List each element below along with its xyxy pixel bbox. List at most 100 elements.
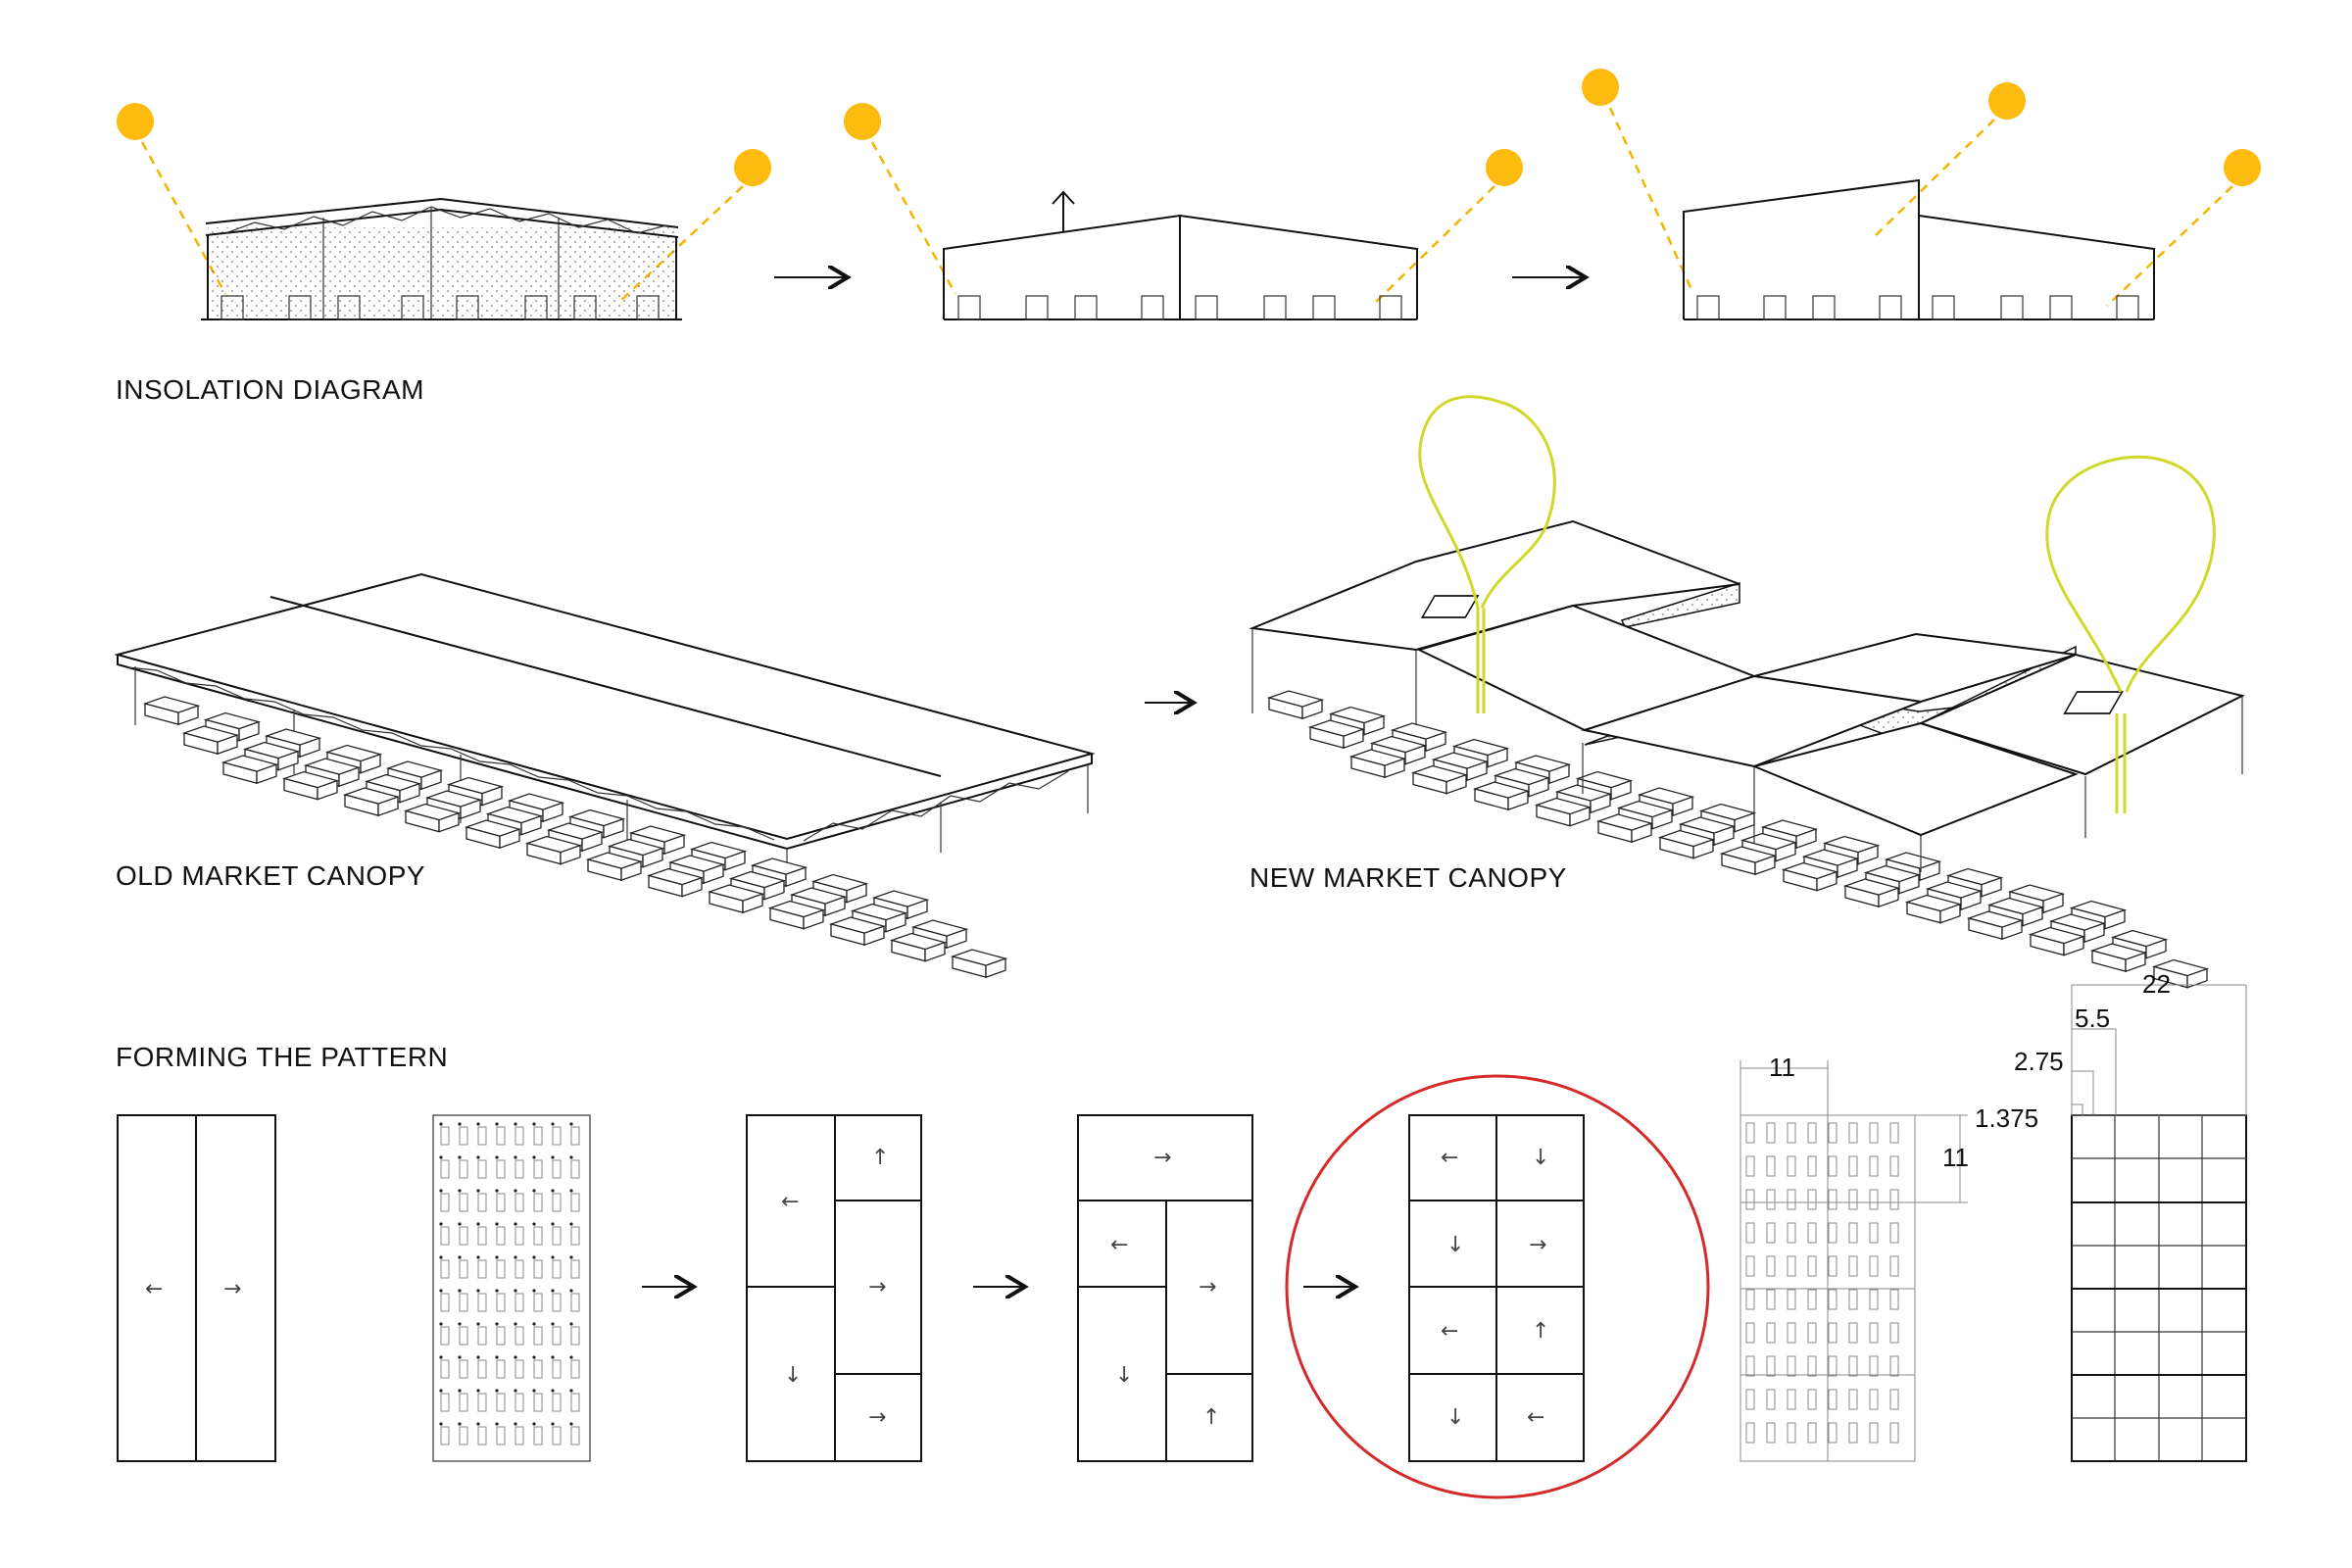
stall-cell <box>1869 1222 1879 1244</box>
column-dot <box>514 1289 517 1293</box>
stall-box <box>1348 749 1407 779</box>
column-dot <box>476 1355 480 1359</box>
arrow-up-icon: ↑ <box>1532 1319 1549 1344</box>
column-dot <box>532 1289 536 1293</box>
stall-cell <box>477 1393 487 1412</box>
column-dot <box>532 1255 536 1259</box>
stall-cell <box>459 1426 468 1446</box>
dimension-label: 5.5 <box>2075 1004 2110 1033</box>
stall-cell <box>570 1359 580 1379</box>
column-dot <box>495 1255 499 1259</box>
stall-cell <box>459 1159 468 1179</box>
stall-cell <box>1889 1189 1899 1210</box>
shaded-interior <box>208 227 676 319</box>
column-dot <box>551 1422 555 1426</box>
column-dot <box>532 1189 536 1193</box>
stall-cell <box>533 1359 543 1379</box>
stall-cell <box>570 1426 580 1446</box>
column-dot <box>551 1322 555 1326</box>
arrow-right-icon: → <box>223 1277 241 1301</box>
pattern-step-final: ← ↓ ↓ → ← ↑ ↓ ← <box>1285 1074 1710 1499</box>
column-dot <box>514 1122 517 1126</box>
stall-cell <box>514 1293 524 1312</box>
stall-cell <box>1828 1222 1838 1244</box>
stall-cell <box>1807 1255 1817 1277</box>
arrow-left-icon: ← <box>145 1277 163 1301</box>
column-dot <box>514 1222 517 1226</box>
stall-cell <box>496 1193 506 1212</box>
stall-cell <box>533 1293 543 1312</box>
column-dot <box>569 1289 573 1293</box>
sun-icon <box>2224 149 2261 186</box>
column-dot <box>532 1389 536 1393</box>
column-dot <box>514 1422 517 1426</box>
sun-ray <box>2106 185 2233 307</box>
arrow-left-icon: ← <box>1527 1405 1544 1430</box>
stall-cell <box>1869 1322 1879 1344</box>
stall-cell <box>1807 1155 1817 1177</box>
stall-cell <box>477 1193 487 1212</box>
stall-cell <box>552 1359 562 1379</box>
stall-cell <box>1889 1255 1899 1277</box>
stall-cell <box>533 1159 543 1179</box>
stall-box <box>767 900 826 930</box>
stall-box <box>403 803 462 833</box>
dimension-label: 2.75 <box>2014 1047 2064 1076</box>
stall-box <box>1657 829 1716 859</box>
stall-cell <box>533 1326 543 1346</box>
stall-cell <box>1766 1255 1776 1277</box>
stall-cell <box>514 1193 524 1212</box>
column-dot <box>439 1355 443 1359</box>
column-dot <box>495 1422 499 1426</box>
stall-cell <box>552 1293 562 1312</box>
stall-cell <box>1766 1122 1776 1144</box>
section-raised-roof <box>844 103 1523 320</box>
stall-cell <box>570 1226 580 1246</box>
stall-cell <box>1766 1322 1776 1344</box>
column-dot <box>458 1222 462 1226</box>
column-dot <box>495 1122 499 1126</box>
stall-cell <box>477 1126 487 1146</box>
stall-cell <box>1889 1222 1899 1244</box>
stall-cell <box>1828 1422 1838 1444</box>
dimension-label: 22 <box>2142 969 2171 999</box>
column-dot <box>495 1322 499 1326</box>
stall-cell <box>1828 1189 1838 1210</box>
column-dot <box>514 1189 517 1193</box>
column-dot <box>551 1155 555 1159</box>
stall-cell <box>1787 1322 1796 1344</box>
stall-cell <box>459 1293 468 1312</box>
section-stepped-roof <box>1582 69 2261 320</box>
stall-cell <box>1869 1122 1879 1144</box>
stall-cell <box>1766 1222 1776 1244</box>
column-dot <box>514 1355 517 1359</box>
roof-opening <box>2063 691 2124 714</box>
arrow-right-icon: → <box>868 1275 886 1299</box>
stall-cell <box>1745 1355 1755 1377</box>
column-dot <box>532 1122 536 1126</box>
stall-cell <box>459 1393 468 1412</box>
column-dot <box>569 1389 573 1393</box>
column-dot <box>551 1289 555 1293</box>
stall-box <box>1595 813 1654 844</box>
stall-cell <box>533 1259 543 1279</box>
stall-box <box>1842 878 1901 908</box>
stall-cell <box>477 1359 487 1379</box>
stall-cell <box>1787 1289 1796 1310</box>
stall-cell <box>496 1359 506 1379</box>
pattern-step-stall-layout <box>432 1114 591 1462</box>
arrow-down-icon: ↓ <box>784 1363 802 1388</box>
stall-cell <box>1848 1289 1858 1310</box>
stall-cell <box>1766 1422 1776 1444</box>
sun-icon <box>1988 82 2026 120</box>
column-dot <box>551 1355 555 1359</box>
truss-web <box>224 206 667 234</box>
column-dot <box>458 1122 462 1126</box>
stall-box <box>1904 894 1963 924</box>
stall-box <box>281 770 340 801</box>
stall-cell <box>440 1193 450 1212</box>
column-dot <box>495 1155 499 1159</box>
stall-cell <box>496 1159 506 1179</box>
stall-cell <box>1848 1122 1858 1144</box>
stall-box <box>585 852 644 882</box>
